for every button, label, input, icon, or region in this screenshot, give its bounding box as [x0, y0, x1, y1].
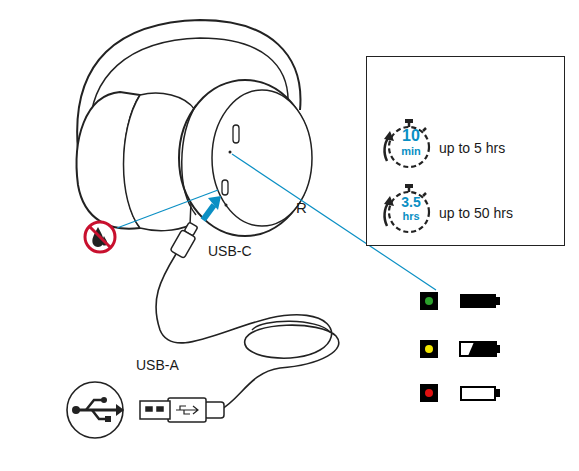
side-marker: R	[296, 200, 307, 215]
no-liquid-symbol	[85, 222, 115, 252]
duration-text: up to 50 hrs	[439, 206, 513, 220]
usb-a-plug	[140, 398, 224, 422]
button	[233, 125, 239, 143]
usb-c-port	[222, 180, 228, 195]
timer-icon: 3.5 hrs	[381, 182, 437, 238]
leader-line	[117, 190, 218, 228]
duration-text: up to 5 hrs	[439, 141, 505, 155]
timer-value: min	[383, 146, 439, 157]
timer-icon: 10 min	[381, 117, 437, 173]
stopwatch-outline	[381, 182, 437, 238]
right-earcup-face	[212, 90, 312, 226]
right-earcup	[179, 80, 311, 236]
connector-label: USB-C	[208, 244, 252, 258]
timer-value: 10	[383, 128, 439, 144]
led	[229, 151, 232, 154]
led-legend	[420, 292, 500, 402]
usb-symbol	[67, 382, 124, 438]
cable	[156, 254, 339, 410]
usb-c-plug	[170, 222, 198, 258]
insert-arrow	[208, 196, 221, 210]
stopwatch-outline	[381, 117, 437, 173]
charging-panel: up to 5 hrs up to 50 hrs 10 min 3.5 hrs	[366, 56, 565, 246]
timer-value: hrs	[383, 211, 439, 222]
connector-label: USB-A	[136, 358, 179, 372]
timer-value: 3.5	[383, 195, 439, 209]
